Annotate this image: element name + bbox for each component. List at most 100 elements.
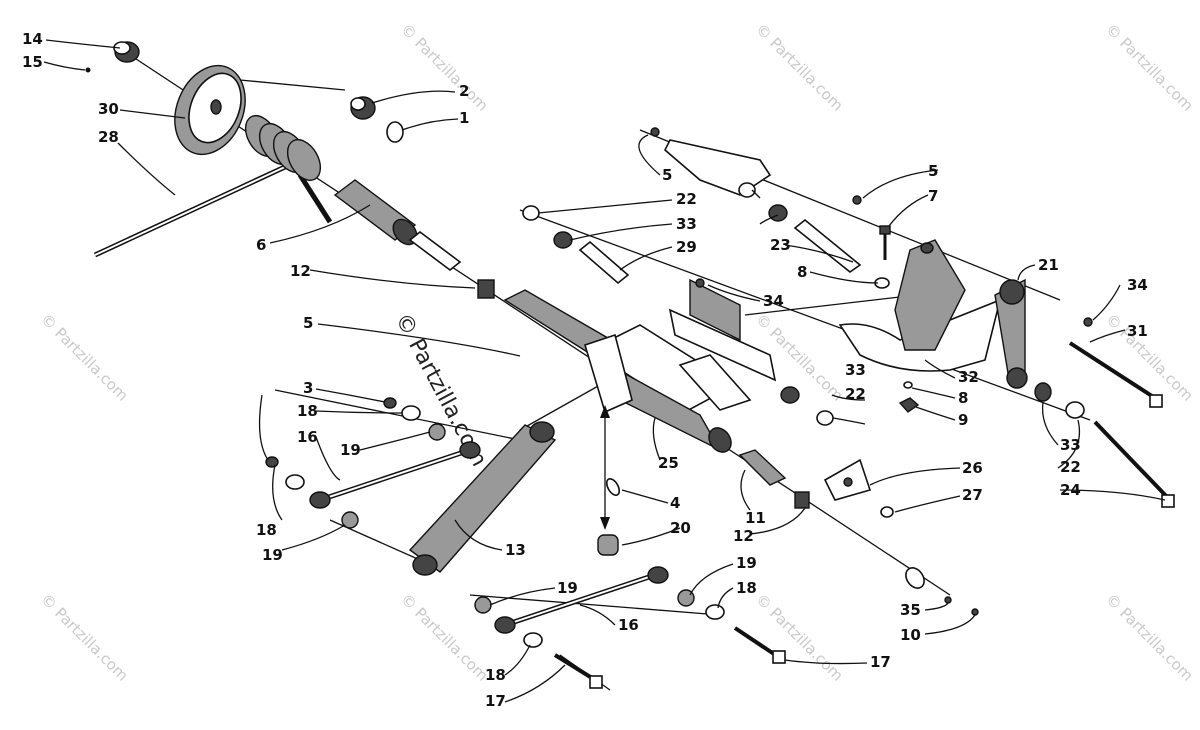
- callout: 29: [676, 238, 697, 256]
- small-pin-15: [85, 67, 91, 73]
- bushing-22-b: [738, 182, 756, 198]
- bushing-19-a: [428, 423, 446, 441]
- watermark: © Partzilla.com: [1102, 590, 1197, 685]
- callout: 18: [256, 521, 277, 539]
- washer-8-bottom: [903, 381, 913, 389]
- nut-5-right: [852, 195, 862, 205]
- callout: 5: [662, 166, 672, 184]
- double-arrow: [600, 405, 610, 530]
- callout: 22: [845, 385, 866, 403]
- bolt-7: [879, 225, 891, 260]
- set-screw-4: [605, 478, 621, 496]
- bushing-22-d: [816, 410, 834, 426]
- nut-left: [265, 456, 279, 468]
- idler-wheel: [174, 64, 246, 156]
- sleeve: [408, 230, 462, 272]
- bushing-22-a: [522, 205, 540, 221]
- callout: 14: [22, 30, 43, 48]
- sleeve-11: [738, 449, 787, 486]
- callout: 33: [845, 361, 866, 379]
- watermark: © Partzilla.com: [397, 20, 492, 115]
- callout: 18: [485, 666, 506, 684]
- callout: 34: [1127, 276, 1148, 294]
- bushing-19-b: [341, 511, 359, 529]
- front-arm: [503, 278, 777, 453]
- callout: 1: [459, 109, 469, 127]
- callout: 26: [962, 459, 983, 477]
- arm-21: [994, 278, 1028, 389]
- bushing-19-c: [474, 596, 492, 614]
- callout: 35: [900, 601, 921, 619]
- bushing-12-bottom: [794, 491, 810, 509]
- callout: 30: [98, 100, 119, 118]
- callout: 8: [958, 389, 968, 407]
- callout: 19: [736, 554, 757, 572]
- snap-ring-1: [386, 121, 404, 143]
- callout: 19: [340, 441, 361, 459]
- bushing-2: [350, 96, 376, 120]
- callout: 4: [670, 494, 680, 512]
- callout: 17: [485, 692, 506, 710]
- grease-fitting-34: [695, 278, 705, 288]
- callout: 33: [676, 215, 697, 233]
- washer-18-d: [705, 604, 725, 620]
- plate-35: [905, 567, 925, 589]
- bushing-22-c: [1065, 401, 1085, 419]
- bolt-24: [1093, 420, 1175, 508]
- callout: 6: [256, 236, 266, 254]
- bushing-33-a: [553, 231, 573, 249]
- watermark: © Partzilla.com: [752, 590, 847, 685]
- callout: 27: [962, 486, 983, 504]
- washer-18-c: [523, 632, 543, 648]
- callout: 5: [928, 162, 938, 180]
- grease-fitting-34-right: [1083, 317, 1093, 327]
- callout: 19: [262, 546, 283, 564]
- bolt-31: [1068, 341, 1163, 408]
- bushing-33-b: [768, 204, 788, 222]
- bushing-12-top: [477, 279, 495, 299]
- callout: 3: [303, 379, 313, 397]
- watermark: © Partzilla.com: [37, 310, 132, 405]
- callout: 24: [1060, 481, 1081, 499]
- callout: 2: [459, 82, 469, 100]
- callout: 12: [290, 262, 311, 280]
- lower-link-rod: [494, 566, 669, 634]
- bushing-14: [113, 41, 140, 63]
- callout: 23: [770, 236, 791, 254]
- callout: 9: [958, 411, 968, 429]
- mount-bracket: [664, 139, 772, 196]
- washer-18-b: [285, 474, 305, 490]
- callout: 28: [98, 128, 119, 146]
- callout: 20: [670, 519, 691, 537]
- callout: 11: [745, 509, 766, 527]
- callout: 34: [763, 292, 784, 310]
- spacer-tube-6: [333, 179, 418, 246]
- callout: 16: [297, 428, 318, 446]
- shock-link: [408, 421, 557, 576]
- callout: 13: [505, 541, 526, 559]
- bushing-33-c: [1034, 382, 1052, 402]
- callout: 7: [928, 187, 938, 205]
- bolt-17-right: [733, 626, 786, 664]
- bushing-20: [597, 534, 619, 556]
- nut-9: [898, 397, 920, 413]
- nut-3: [383, 397, 397, 409]
- callout: 12: [733, 527, 754, 545]
- bushing-33-d: [780, 386, 800, 404]
- callout: 18: [736, 579, 757, 597]
- callout: 22: [676, 190, 697, 208]
- callout: 19: [557, 579, 578, 597]
- screw-10: [971, 608, 979, 616]
- foot-plate: [838, 239, 1002, 372]
- bolt-17-lower: [553, 653, 603, 689]
- callout: 18: [297, 402, 318, 420]
- callout: 25: [658, 454, 679, 472]
- watermark: © Partzilla.com: [1102, 310, 1197, 405]
- nut-5-top: [650, 127, 660, 137]
- callout: 33: [1060, 436, 1081, 454]
- watermark: © Partzilla.com: [752, 20, 847, 115]
- callout: 22: [1060, 458, 1081, 476]
- callout: 15: [22, 53, 43, 71]
- upper-link-rod: [309, 441, 481, 509]
